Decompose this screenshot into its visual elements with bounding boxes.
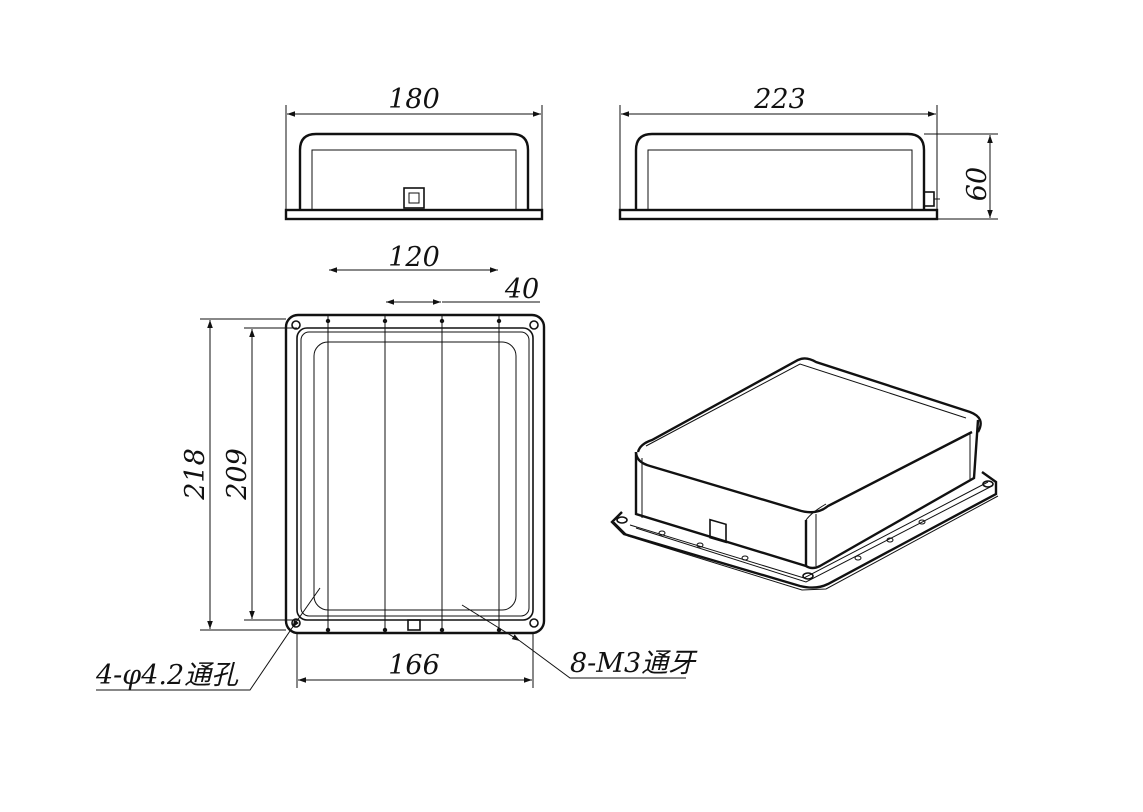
- dim-outer-length: 218: [180, 448, 211, 501]
- front-view: 180: [284, 84, 544, 221]
- dim-inner-length: 209: [222, 448, 253, 501]
- plan-view: 120 40 218 209 166 4-φ4.2通孔 8-M3通牙: [95, 242, 698, 691]
- dim-hole-pitch: 40: [504, 274, 539, 305]
- isometric-view: [610, 357, 999, 591]
- connector-side-icon: [923, 191, 935, 207]
- dim-side-length: 223: [753, 84, 806, 115]
- callout-threaded-holes: 8-M3通牙: [570, 648, 698, 679]
- callout-through-holes: 4-φ4.2通孔: [95, 660, 239, 691]
- dim-height: 60: [962, 167, 993, 201]
- connector-icon: [403, 187, 425, 209]
- side-view: 223 60: [618, 84, 998, 221]
- dim-front-width: 180: [388, 84, 440, 115]
- dim-inner-width: 166: [388, 650, 440, 681]
- dim-hole-span: 120: [388, 242, 440, 273]
